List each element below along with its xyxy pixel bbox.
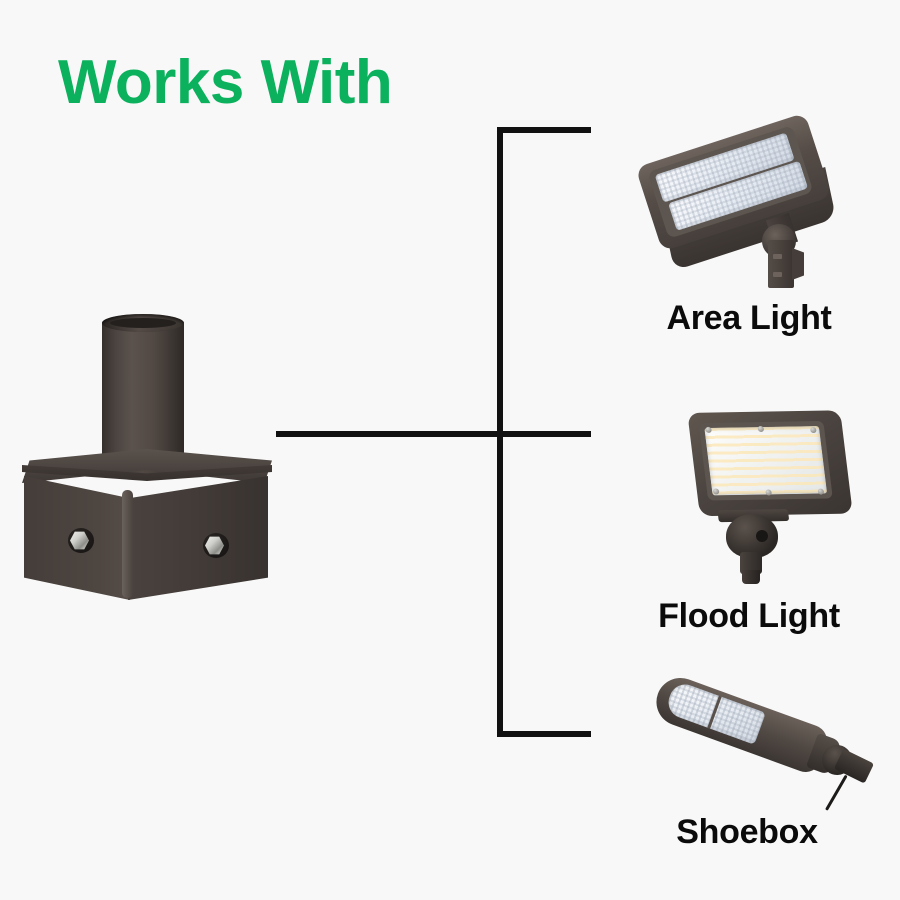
flood-light-frame-screw bbox=[765, 489, 773, 496]
flood-light-frame-screw bbox=[712, 488, 720, 495]
flood-light-frame-screw bbox=[809, 427, 817, 434]
connector-branch-main bbox=[276, 431, 591, 437]
flood-light-mount-stem bbox=[740, 552, 762, 574]
slip-fitter-tenon-bracket-image bbox=[18, 300, 278, 600]
label-flood-light: Flood Light bbox=[658, 597, 840, 635]
area-light-slip-fitter bbox=[768, 240, 794, 288]
bracket-tenon-tube bbox=[102, 322, 184, 470]
label-area-light: Area Light bbox=[666, 299, 832, 337]
connector-branch-area-light bbox=[497, 127, 591, 133]
bracket-tenon-rim bbox=[102, 314, 184, 332]
bracket-set-screw-left bbox=[68, 528, 94, 553]
area-light-tilt-group bbox=[623, 84, 875, 311]
bracket-set-screw-right bbox=[203, 533, 229, 558]
set-screw-hex-head bbox=[70, 531, 89, 550]
flood-light-frame-screw bbox=[817, 488, 825, 495]
flood-light-image bbox=[686, 404, 876, 590]
page-title: Works With bbox=[58, 48, 393, 117]
shoebox-power-cord bbox=[825, 774, 848, 811]
label-shoebox: Shoebox bbox=[676, 813, 818, 851]
area-light-fitter-tab bbox=[792, 248, 804, 280]
area-light-image bbox=[635, 112, 854, 288]
flood-light-led-panel bbox=[704, 425, 828, 496]
flood-light-lens-frame bbox=[698, 420, 833, 501]
connector-branch-shoebox bbox=[497, 731, 591, 737]
area-light-fitter-screw-lower bbox=[773, 272, 782, 277]
flood-light-threaded-knuckle bbox=[742, 570, 760, 584]
area-light-fitter-screw-upper bbox=[773, 254, 782, 259]
flood-light-knuckle bbox=[726, 514, 778, 558]
bracket-body-corner bbox=[122, 490, 133, 598]
flood-light-frame-screw bbox=[705, 426, 712, 433]
shoebox-slip-fitter bbox=[833, 748, 875, 784]
flood-light-tilt-group bbox=[678, 393, 889, 601]
bracket-body-face-right bbox=[128, 476, 268, 600]
flood-light-frame-screw bbox=[757, 425, 765, 433]
shoebox-light-image bbox=[634, 668, 875, 811]
set-screw-hex-head bbox=[205, 536, 224, 555]
